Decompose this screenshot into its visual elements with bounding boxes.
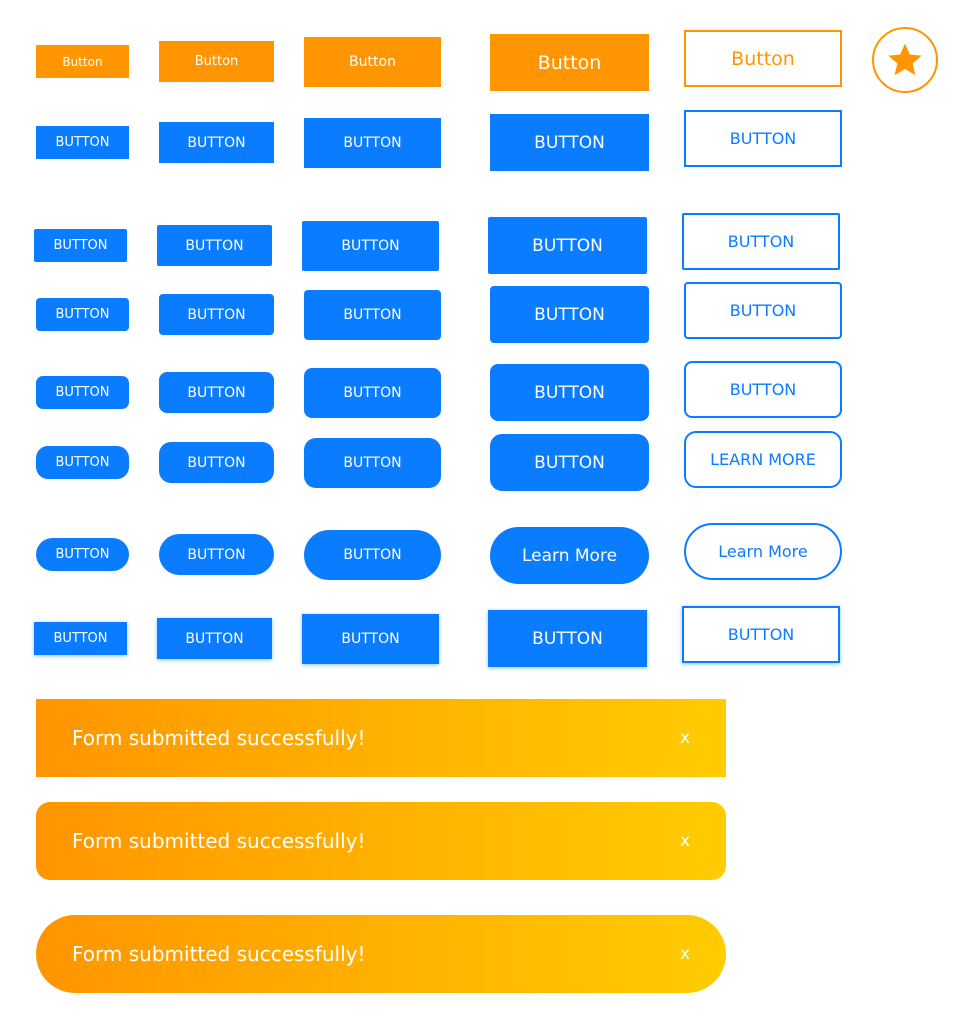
orange-button-md[interactable]: Button: [304, 37, 441, 87]
blue-button-sm[interactable]: BUTTON: [157, 225, 272, 266]
learn-more-outline-pill-button[interactable]: Learn More: [684, 523, 842, 580]
blue-shadow-button-xs[interactable]: BUTTON: [34, 622, 127, 655]
blue-outline-shadow-button[interactable]: BUTTON: [682, 606, 840, 663]
blue-button-xs[interactable]: BUTTON: [36, 446, 129, 479]
blue-pill-button-xs[interactable]: BUTTON: [36, 538, 129, 571]
blue-button-xs[interactable]: BUTTON: [36, 126, 129, 159]
blue-button-md[interactable]: BUTTON: [304, 438, 441, 488]
blue-button-md[interactable]: BUTTON: [304, 368, 441, 418]
banner-close-button[interactable]: x: [679, 944, 690, 964]
banner-message: Form submitted successfully!: [72, 726, 366, 750]
banner-close-button[interactable]: x: [679, 728, 690, 748]
blue-shadow-button-lg[interactable]: BUTTON: [488, 610, 647, 667]
orange-button-sm[interactable]: Button: [159, 41, 274, 82]
blue-outline-button[interactable]: BUTTON: [684, 361, 842, 418]
blue-button-sm[interactable]: BUTTON: [159, 122, 274, 163]
blue-button-md[interactable]: BUTTON: [304, 290, 441, 340]
blue-button-xs[interactable]: BUTTON: [34, 229, 127, 262]
blue-button-sm[interactable]: BUTTON: [159, 294, 274, 335]
blue-button-lg[interactable]: BUTTON: [490, 114, 649, 171]
star-badge-button[interactable]: [872, 27, 938, 93]
blue-button-md[interactable]: BUTTON: [304, 118, 441, 168]
orange-button-lg[interactable]: Button: [490, 34, 649, 91]
blue-button-sm[interactable]: BUTTON: [159, 442, 274, 483]
banner-message: Form submitted successfully!: [72, 942, 366, 966]
orange-button-xs[interactable]: Button: [36, 45, 129, 78]
blue-outline-button[interactable]: BUTTON: [682, 213, 840, 270]
blue-pill-button-md[interactable]: BUTTON: [304, 530, 441, 580]
blue-button-lg[interactable]: BUTTON: [490, 286, 649, 343]
learn-more-pill-button[interactable]: Learn More: [490, 527, 649, 584]
blue-shadow-button-sm[interactable]: BUTTON: [157, 618, 272, 659]
blue-button-sm[interactable]: BUTTON: [159, 372, 274, 413]
blue-button-lg[interactable]: BUTTON: [490, 364, 649, 421]
success-banner-pill: Form submitted successfully! x: [36, 915, 726, 993]
blue-button-xs[interactable]: BUTTON: [36, 376, 129, 409]
banner-message: Form submitted successfully!: [72, 829, 366, 853]
blue-outline-button[interactable]: BUTTON: [684, 110, 842, 167]
star-icon: [888, 43, 922, 76]
blue-outline-button[interactable]: BUTTON: [684, 282, 842, 339]
blue-shadow-button-md[interactable]: BUTTON: [302, 614, 439, 664]
success-banner-square: Form submitted successfully! x: [36, 699, 726, 777]
blue-button-md[interactable]: BUTTON: [302, 221, 439, 271]
orange-outline-button[interactable]: Button: [684, 30, 842, 87]
blue-pill-button-sm[interactable]: BUTTON: [159, 534, 274, 575]
success-banner-rounded: Form submitted successfully! x: [36, 802, 726, 880]
blue-button-xs[interactable]: BUTTON: [36, 298, 129, 331]
banner-close-button[interactable]: x: [679, 831, 690, 851]
blue-button-lg[interactable]: BUTTON: [490, 434, 649, 491]
learn-more-outline-button[interactable]: LEARN MORE: [684, 431, 842, 488]
blue-button-lg[interactable]: BUTTON: [488, 217, 647, 274]
